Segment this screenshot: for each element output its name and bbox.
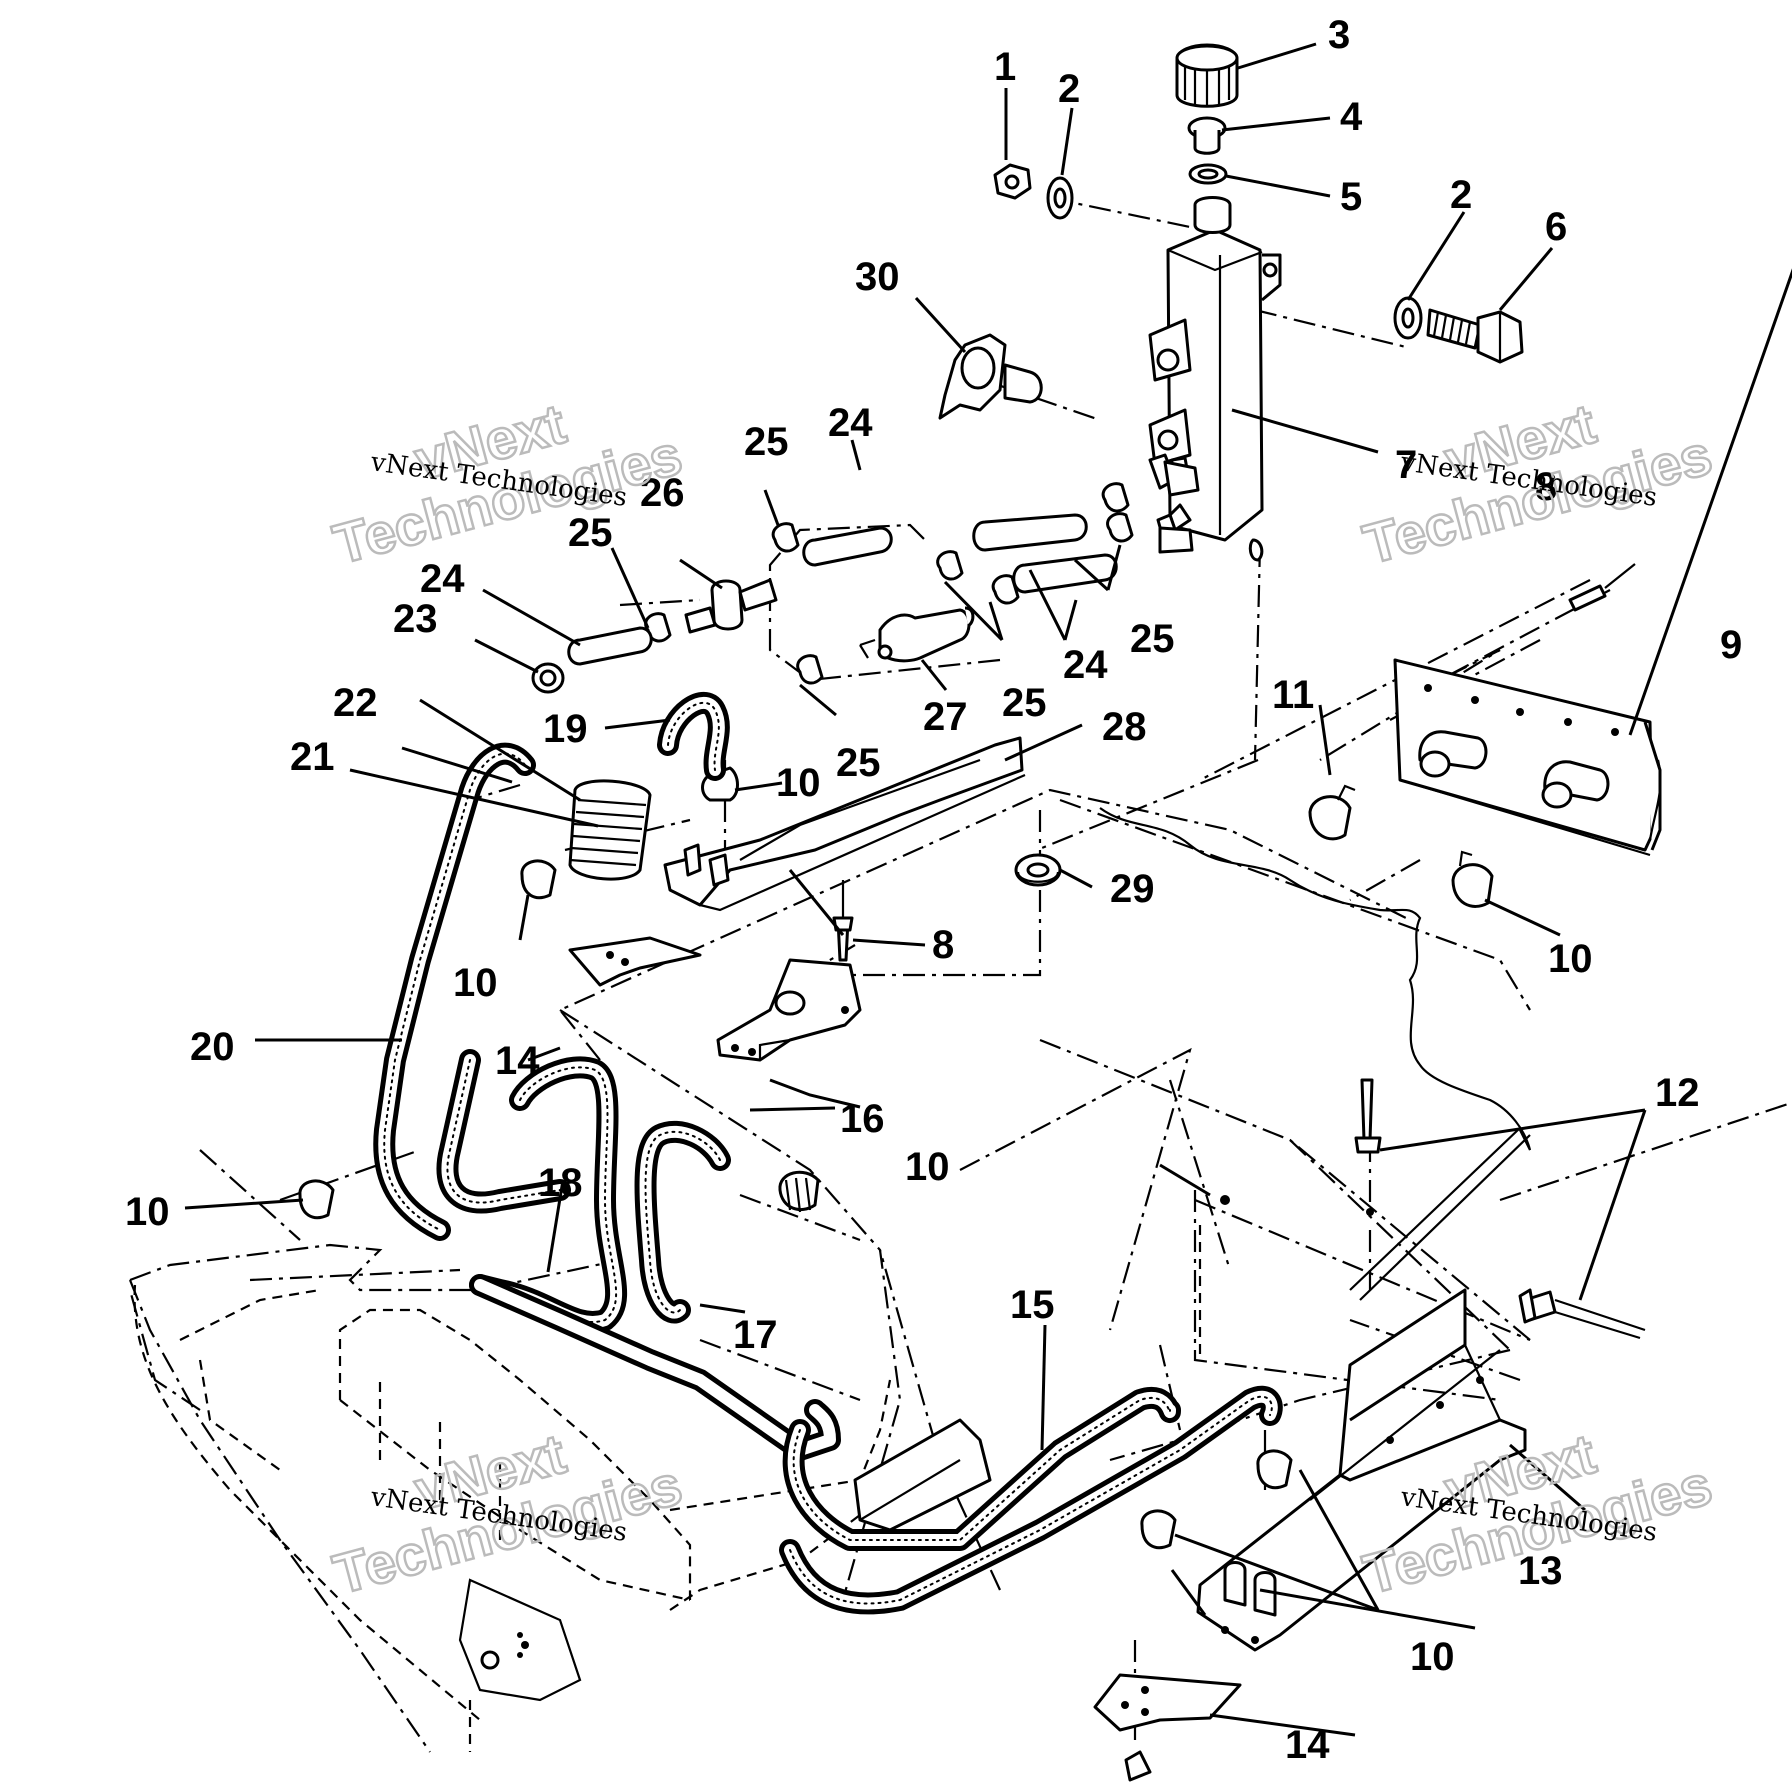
hose-heat-shield xyxy=(853,1418,992,1532)
heat-exchanger-rail-9 xyxy=(1393,658,1662,857)
callout-10-bottom: 10 xyxy=(1410,1635,1455,1679)
callout-1: 1 xyxy=(994,45,1016,89)
callout-17: 17 xyxy=(733,1313,778,1357)
callout-16: 16 xyxy=(840,1097,885,1141)
washer-right xyxy=(1393,296,1423,340)
push-rivet-8-right xyxy=(1568,563,1636,612)
spring-22 xyxy=(568,779,652,881)
callout-23: 23 xyxy=(393,597,438,641)
mounting-bracket xyxy=(938,333,1043,420)
callout-9: 9 xyxy=(1720,623,1742,667)
callout-29: 29 xyxy=(1110,867,1155,911)
fuel-hose-24 xyxy=(567,513,1118,666)
callout-10-left-upper: 10 xyxy=(453,961,498,1005)
leader-lines xyxy=(184,42,1792,1737)
upper-fuel-fittings xyxy=(1148,453,1200,554)
chassis-tunnel-outline xyxy=(128,788,1532,1753)
callout-25-left: 25 xyxy=(568,511,613,555)
callout-24-left: 24 xyxy=(420,557,465,601)
callout-4: 4 xyxy=(1340,95,1363,139)
hose-18 xyxy=(469,1056,841,1461)
callout-25-mid: 25 xyxy=(1002,681,1047,725)
callout-19: 19 xyxy=(543,707,588,751)
callout-5: 5 xyxy=(1340,175,1362,219)
check-valve-26 xyxy=(684,578,778,634)
callouts: 1 2 3 4 5 2 6 30 7 8 25 24 26 25 24 23 2… xyxy=(125,13,1742,1767)
hose-19 xyxy=(657,692,730,781)
callout-10-hose19: 10 xyxy=(776,761,821,805)
callout-28: 28 xyxy=(1102,705,1147,749)
grommet-29 xyxy=(1014,853,1062,887)
hose-20 xyxy=(373,742,536,1241)
callout-24-top: 24 xyxy=(828,401,873,445)
callout-26: 26 xyxy=(640,471,685,515)
reservoir-cap xyxy=(1175,43,1239,108)
hose-15 xyxy=(779,1385,1283,1615)
callout-10-rail: 10 xyxy=(1548,937,1593,981)
hose-bracket-14-lower xyxy=(1093,1673,1242,1782)
hose-17 xyxy=(634,1120,731,1324)
callout-22: 22 xyxy=(333,681,378,725)
hose-bracket-16 xyxy=(716,958,862,1062)
callout-6: 6 xyxy=(1545,205,1567,249)
hose-21 xyxy=(436,1049,571,1214)
callout-25-right: 25 xyxy=(1130,617,1175,661)
callout-18: 18 xyxy=(538,1161,583,1205)
hose-clamp-10-various xyxy=(298,766,1293,1550)
callout-11: 11 xyxy=(1272,673,1314,717)
hose-clamp-10-rail xyxy=(1451,850,1494,908)
callout-8-center: 8 xyxy=(932,923,954,967)
callout-30: 30 xyxy=(855,255,900,299)
oil-reservoir-tank xyxy=(1148,196,1282,562)
hose-clamp-23 xyxy=(531,662,565,694)
callout-2-nut-washer: 2 xyxy=(1058,67,1080,111)
callout-20: 20 xyxy=(190,1025,235,1069)
push-rivet-8 xyxy=(832,880,854,962)
callout-8-right: 8 xyxy=(1535,465,1557,509)
cap-o-ring xyxy=(1188,163,1228,185)
rivet-12 xyxy=(1220,1078,1646,1340)
callout-10-center: 10 xyxy=(905,1145,950,1189)
callout-25-top: 25 xyxy=(744,420,789,464)
callout-27: 27 xyxy=(923,695,968,739)
fuel-filter-27 xyxy=(859,606,975,663)
tank-mount-plate-28 xyxy=(663,736,1026,912)
callout-25-bottom: 25 xyxy=(836,741,881,785)
cap-grommet xyxy=(1187,116,1227,155)
callout-14-lower: 14 xyxy=(1285,1723,1330,1767)
hose-clamp-25 xyxy=(644,482,1134,685)
hose-bracket-14-upper xyxy=(568,936,702,987)
callout-12: 12 xyxy=(1655,1071,1700,1115)
hose-clamp-11 xyxy=(1308,784,1356,841)
callout-21: 21 xyxy=(290,735,335,779)
washer-left xyxy=(1046,176,1074,220)
callout-14-upper: 14 xyxy=(495,1039,540,1083)
callout-2-bolt-washer: 2 xyxy=(1450,173,1472,217)
callout-10-left-lower: 10 xyxy=(125,1190,170,1234)
callout-7: 7 xyxy=(1395,443,1417,487)
watermark: vNext Technologies vNext Technologies vN… xyxy=(326,390,1719,1607)
callout-3: 3 xyxy=(1328,13,1350,57)
hex-nut xyxy=(993,163,1032,200)
callout-24-right: 24 xyxy=(1063,643,1108,687)
callout-15: 15 xyxy=(1010,1283,1055,1327)
mounting-bolt xyxy=(1426,308,1524,364)
callout-13: 13 xyxy=(1518,1549,1563,1593)
